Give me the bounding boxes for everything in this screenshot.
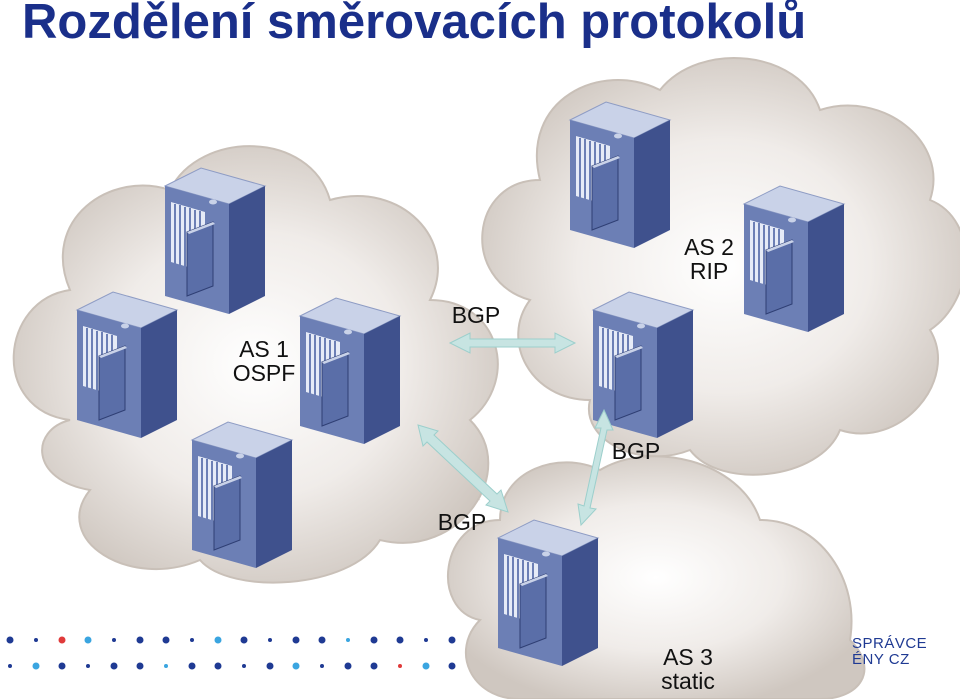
double-arrow-icon (577, 408, 614, 527)
dot (424, 638, 428, 642)
double-arrow-icon (417, 424, 509, 513)
dot (190, 638, 194, 642)
server-icon (497, 519, 599, 667)
dot (396, 636, 404, 644)
dot (214, 662, 222, 670)
logo-line1: SPRÁVCE (852, 635, 928, 652)
as3-label: AS 3 static (652, 645, 724, 693)
dot (162, 636, 170, 644)
dot (240, 636, 248, 644)
dot (320, 664, 324, 668)
dot (32, 662, 40, 670)
dot (448, 662, 456, 670)
dot (58, 636, 66, 644)
dot (292, 636, 300, 644)
bgp-label-as1-as3: BGP (437, 509, 487, 535)
dot (292, 662, 300, 670)
as1-protocol: OSPF (232, 360, 296, 386)
dot (370, 662, 378, 670)
dot (370, 636, 378, 644)
dot (422, 662, 430, 670)
dot (34, 638, 38, 642)
double-arrow-icon (448, 332, 577, 354)
dot (242, 664, 246, 668)
dot (268, 638, 272, 642)
dot (164, 664, 168, 668)
logo: SPRÁVCE ÉNY CZ (852, 636, 927, 668)
cloud-as1-icon (12, 145, 499, 584)
as2-label: AS 2 RIP (674, 235, 744, 283)
as1-name: AS 1 (239, 336, 289, 362)
server-icon (164, 167, 266, 315)
server-icon (592, 291, 694, 439)
server-icon (76, 291, 178, 439)
dot (318, 636, 326, 644)
server-icon (743, 185, 845, 333)
server-icon (299, 297, 401, 445)
as2-protocol: RIP (689, 258, 729, 284)
as2-name: AS 2 (684, 234, 734, 260)
dot (8, 664, 12, 668)
dot (112, 638, 116, 642)
bgp-label-as2-as3: BGP (611, 438, 661, 464)
server-icon (569, 101, 671, 249)
dot (344, 662, 352, 670)
as1-label: AS 1 OSPF (228, 337, 300, 385)
dot (346, 638, 350, 642)
dot (84, 636, 92, 644)
dot (58, 662, 66, 670)
server-icon (191, 421, 293, 569)
dot (136, 662, 144, 670)
dot (188, 662, 196, 670)
dot (398, 664, 402, 668)
as3-protocol: static (661, 668, 715, 694)
dot (448, 636, 456, 644)
dot (214, 636, 222, 644)
dots-pattern (6, 636, 456, 670)
dot (136, 636, 144, 644)
bgp-label-as1-as2: BGP (451, 302, 501, 328)
dot (110, 662, 118, 670)
dot (86, 664, 90, 668)
as3-name: AS 3 (663, 644, 713, 670)
dot (6, 636, 14, 644)
logo-line2: ÉNY CZ (852, 651, 910, 668)
dot (266, 662, 274, 670)
page-title: Rozdělení směrovacích protokolů (22, 0, 807, 49)
